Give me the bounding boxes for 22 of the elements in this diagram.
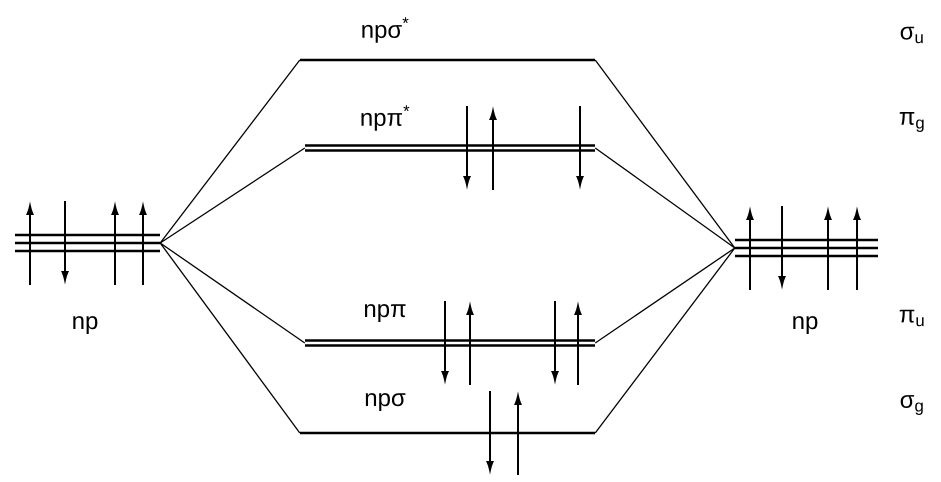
correlation-line bbox=[594, 147, 736, 249]
correlation-line bbox=[160, 147, 306, 244]
node-label: np bbox=[73, 316, 98, 334]
symmetry-label: π$_{g}$ bbox=[900, 112, 924, 132]
node-label: npσ bbox=[366, 393, 406, 411]
node-label: np bbox=[793, 316, 818, 334]
correlation-line bbox=[594, 247, 736, 344]
node-label: npπ$^{*}$ bbox=[361, 105, 410, 131]
energy-level: npπ bbox=[305, 301, 595, 385]
symmetry-label: σ$_{g}$ bbox=[900, 395, 923, 415]
correlation-line bbox=[594, 60, 736, 248]
correlation-line bbox=[160, 60, 300, 244]
correlation-line bbox=[160, 242, 306, 344]
energy-level: npσ$^{*}$ bbox=[300, 17, 595, 62]
energy-level: npπ$^{*}$ bbox=[305, 105, 595, 190]
energy-level: npσ bbox=[300, 391, 595, 475]
node-label: npπ bbox=[364, 304, 406, 322]
correlation-line bbox=[594, 248, 736, 434]
symmetry-label: σ$_{u}$ bbox=[900, 26, 923, 44]
energy-level: np bbox=[735, 206, 878, 334]
energy-level: np bbox=[15, 201, 160, 334]
correlation-line bbox=[160, 242, 300, 434]
